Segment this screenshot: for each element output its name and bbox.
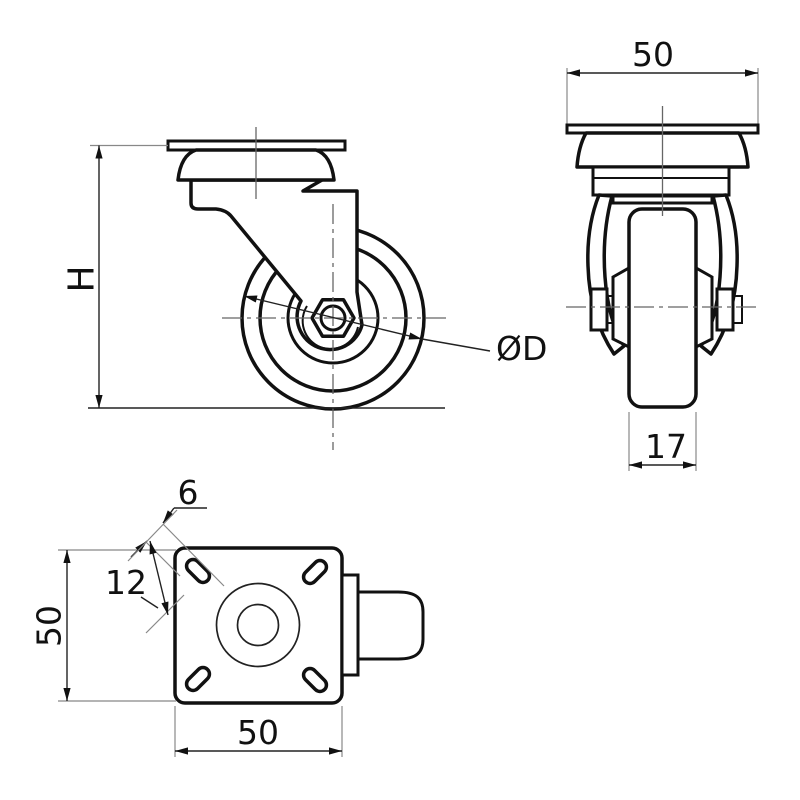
front-axle-bolt-head <box>589 287 609 332</box>
dim-slot-width-label: 6 <box>178 473 199 512</box>
plan-fork-bracket <box>340 573 360 677</box>
side-view: H ØD <box>62 127 547 450</box>
front-axle-nut <box>715 287 735 332</box>
dim-diameter-leader <box>421 338 491 352</box>
plan-swivel-boss-circle <box>215 582 301 668</box>
dim-17-label: 17 <box>645 427 687 466</box>
plan-view: 50 50 6 12 <box>30 473 425 757</box>
plan-slot-bottom-left <box>184 665 212 693</box>
dim-slot-width-arrow-ne <box>162 507 175 524</box>
plan-slot-bottom-right <box>301 666 329 694</box>
dim-plate-width-label: 50 <box>237 713 279 752</box>
dim-slot-length-label: 12 <box>105 563 147 602</box>
dim-slot-width-extension-ne <box>162 523 225 587</box>
dim-slot-length-line <box>149 540 169 616</box>
front-swivel-collar <box>591 165 731 197</box>
dim-slot-length-leader <box>140 596 159 609</box>
plan-kingpin-hole-circle <box>236 603 280 647</box>
front-view: 50 17 <box>565 35 760 471</box>
dim-h-label: H <box>62 265 103 292</box>
dim-diameter-line <box>243 295 423 340</box>
plan-wheel <box>356 590 425 661</box>
front-axle-bolt-step <box>606 295 614 324</box>
dim-50-label: 50 <box>632 35 674 74</box>
dim-plate-height-label: 50 <box>30 605 69 647</box>
front-wheel <box>627 207 698 409</box>
front-axle-stub <box>732 295 743 324</box>
plan-slot-top-left <box>184 557 212 585</box>
dim-slot-length-extension-top <box>127 509 178 562</box>
dim-diameter-label: ØD <box>496 329 547 368</box>
plan-slot-top-right <box>301 558 329 586</box>
